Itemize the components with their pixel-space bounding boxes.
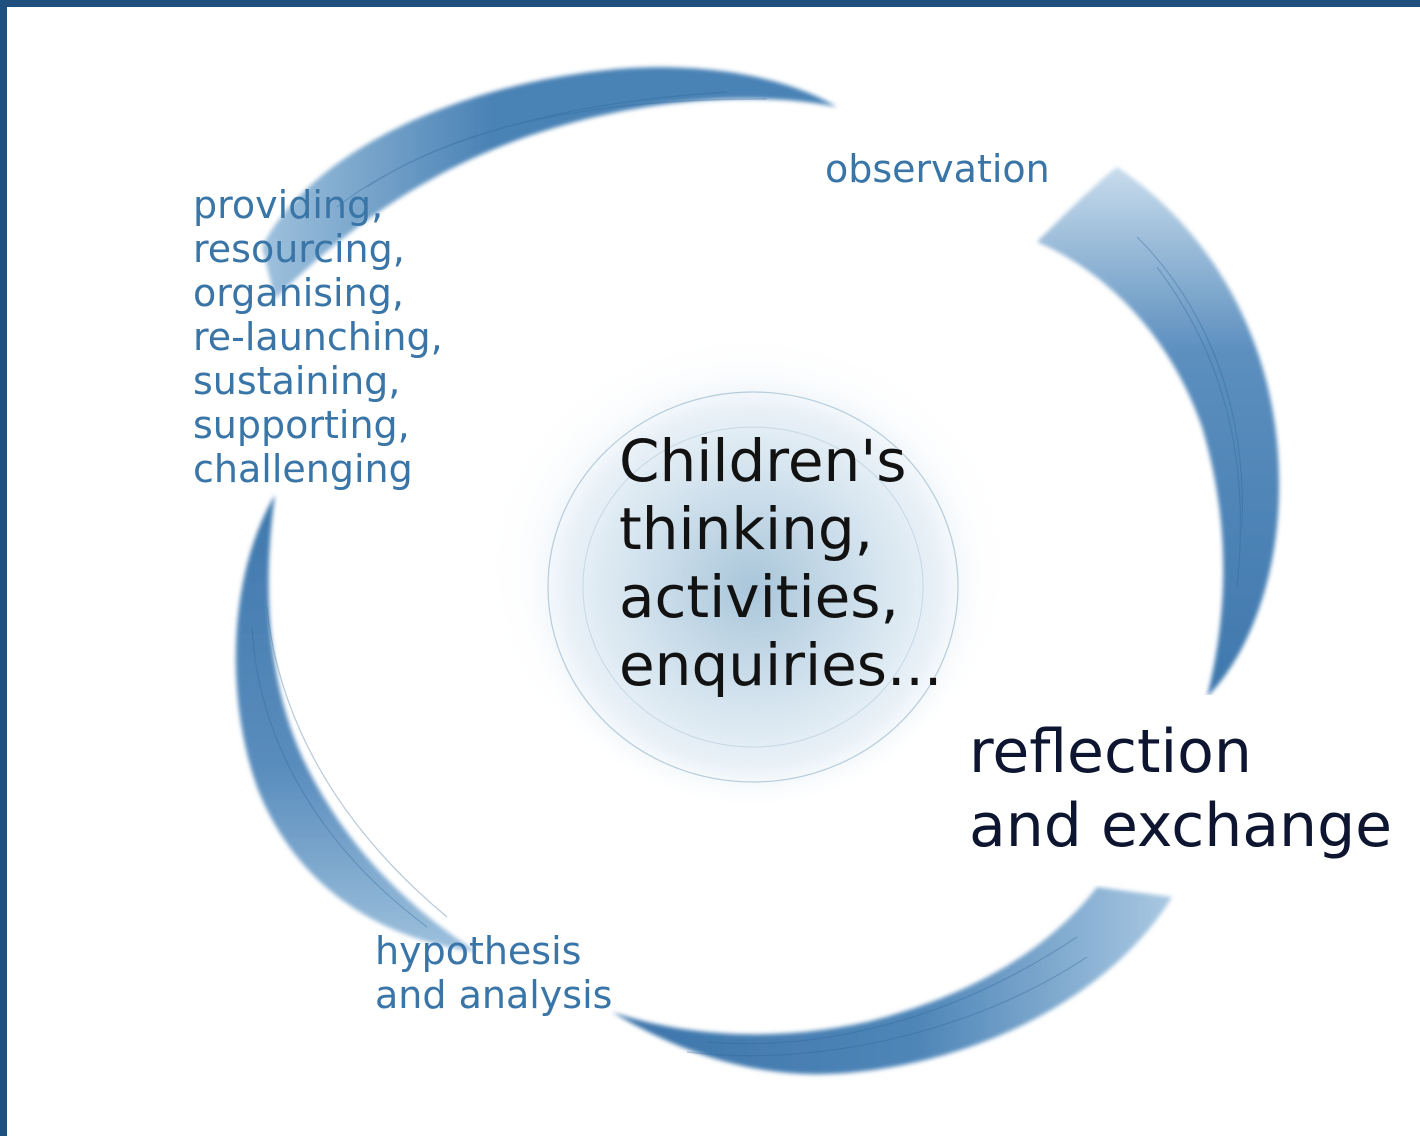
cycle-arc-top	[262, 67, 837, 299]
center-disc	[517, 361, 989, 813]
label-line: supporting,	[193, 403, 410, 447]
arc-texture	[251, 91, 1244, 1057]
label-line: hypothesis	[375, 929, 582, 973]
cycle-arc-left	[235, 495, 477, 952]
label-line: resourcing,	[193, 227, 405, 271]
label-line: challenging	[193, 447, 413, 491]
label-hypothesis: hypothesis and analysis	[375, 929, 612, 1017]
center-line: Children's	[619, 427, 907, 495]
cycle-arc-bottom	[612, 887, 1172, 1075]
label-providing-group: providing, resourcing, organising, re-la…	[193, 183, 443, 491]
center-text: Children's thinking, activities, enquiri…	[619, 427, 942, 699]
label-line: sustaining,	[193, 359, 401, 403]
label-line: organising,	[193, 271, 404, 315]
center-line: thinking,	[619, 495, 874, 563]
center-line: activities,	[619, 563, 899, 631]
label-line: and exchange	[969, 791, 1393, 861]
center-disc-ring	[582, 426, 924, 748]
label-line: re-launching,	[193, 315, 443, 359]
label-observation: observation	[825, 147, 1050, 191]
center-disc-ring	[547, 391, 959, 783]
label-line: reflection	[969, 717, 1252, 787]
center-line: enquiries...	[619, 631, 943, 699]
reflection-label-panel	[945, 695, 1420, 885]
cycle-arc-right	[1037, 167, 1280, 697]
label-reflection: reflection and exchange	[969, 715, 1392, 863]
cycle-illustration	[235, 67, 1280, 1075]
label-line: and analysis	[375, 973, 613, 1017]
label-line: providing,	[193, 183, 384, 227]
